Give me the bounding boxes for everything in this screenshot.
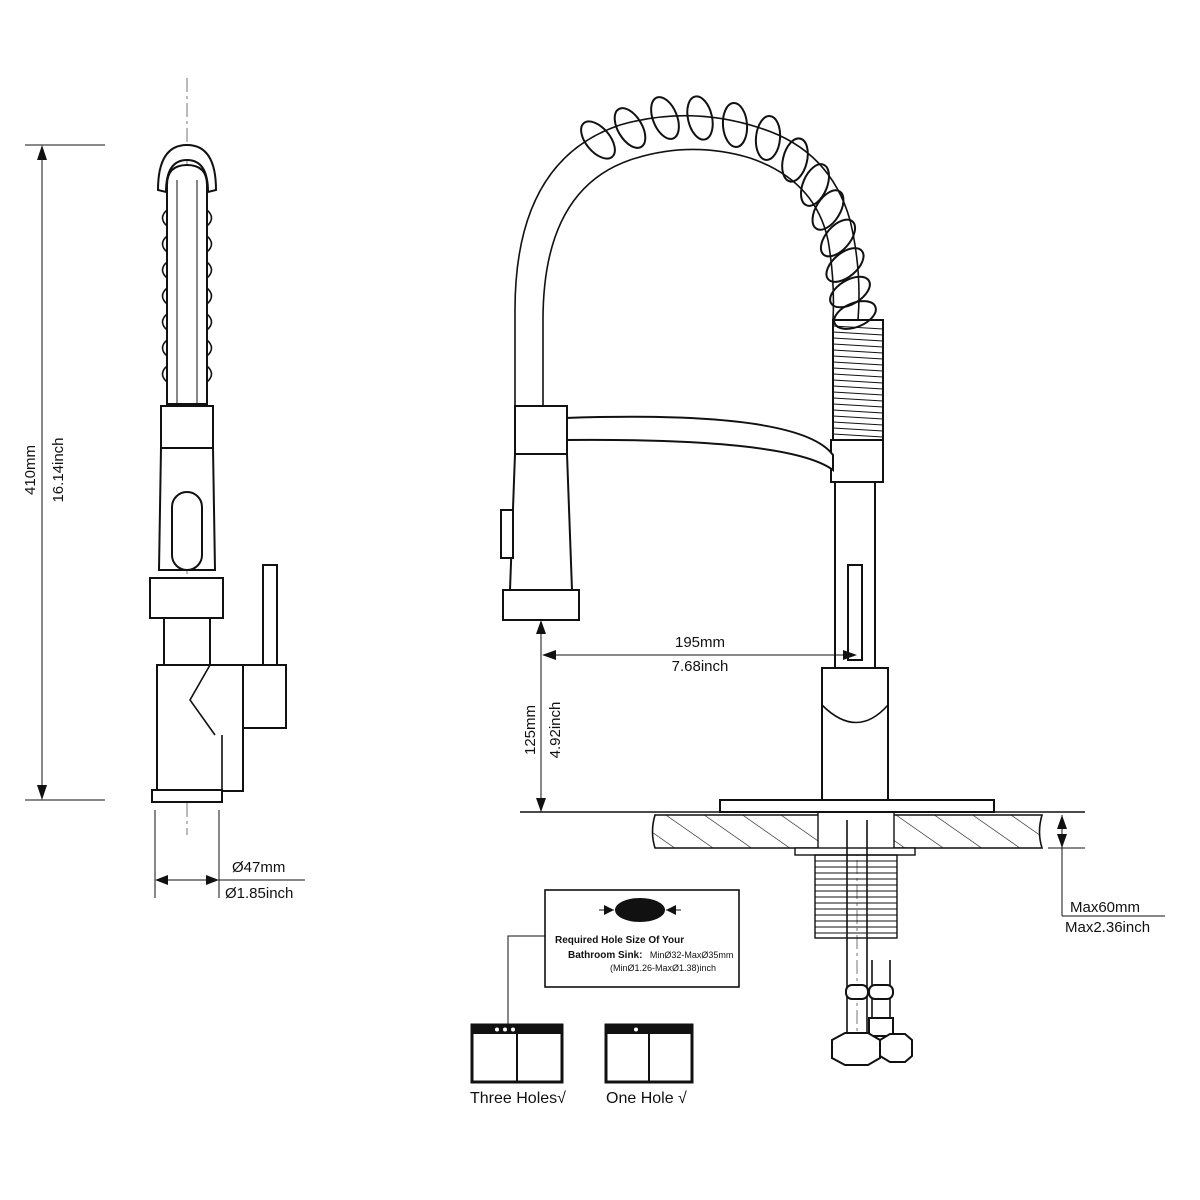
install-option-one-hole: One Hole √ <box>604 1023 694 1107</box>
spring-bump <box>161 365 168 383</box>
coil-wrap <box>832 355 884 360</box>
coil-loop <box>721 102 749 148</box>
total-height-dimension: 410mm 16.14inch <box>22 144 105 801</box>
reach-inch: 7.68inch <box>672 658 729 675</box>
hole-size-note: Required Hole Size Of Your Bathroom Sink… <box>507 889 740 1025</box>
deck-plate <box>719 799 995 813</box>
coil-wrap <box>832 397 884 402</box>
coil-wrap <box>832 361 884 366</box>
spring-bump <box>161 339 168 357</box>
front-spring <box>514 95 884 441</box>
spring-bump <box>206 261 213 279</box>
spring-bump <box>206 209 213 227</box>
coil-wrap <box>832 373 884 378</box>
spring-bump <box>206 235 213 253</box>
reach-dimension: 195mm 7.68inch <box>542 634 857 675</box>
coil-wrap <box>832 367 884 372</box>
front-spray-head <box>500 405 580 621</box>
spring-bump <box>161 235 168 253</box>
coil-loop <box>580 120 616 160</box>
coil-wrap <box>832 427 884 432</box>
coil-wrap <box>832 349 884 354</box>
coil-loop <box>650 96 680 140</box>
coil-loop <box>833 300 877 330</box>
total-height-inch: 16.14inch <box>50 437 67 502</box>
coil-loop <box>781 137 809 183</box>
one-hole-label: One Hole √ <box>606 1090 687 1107</box>
deck-thickness-dimension: Max60mm Max2.36inch <box>1048 815 1165 936</box>
front-arm <box>564 415 834 472</box>
spring-bump <box>161 209 168 227</box>
hole-note-line2: Bathroom Sink: MinØ32-MaxØ35mm <box>568 945 733 962</box>
coil-loop <box>686 95 714 141</box>
hole-note-line2-bold: Bathroom Sink: <box>568 950 642 961</box>
three-hole-sink-icon <box>470 1023 564 1084</box>
spring-bump <box>161 287 168 305</box>
front-view: 195mm 7.68inch 125mm 4.92inch Max60mm Ma… <box>500 95 1165 1066</box>
spring-bump <box>206 287 213 305</box>
spring-bump <box>206 339 213 357</box>
spring-bump <box>206 313 213 331</box>
side-view-body <box>151 564 287 803</box>
coil-wrap <box>832 403 884 408</box>
coil-loop <box>613 107 647 149</box>
base-diameter-inch: Ø1.85inch <box>225 885 293 902</box>
coil-wrap <box>832 379 884 384</box>
coil-wrap <box>832 337 884 342</box>
spout-height-mm: 125mm <box>522 705 539 755</box>
deck-thickness-inch: Max2.36inch <box>1065 919 1150 936</box>
deck-thickness-mm: Max60mm <box>1070 899 1140 916</box>
side-view-spring <box>156 143 218 405</box>
install-option-three-holes: Three Holes√ <box>470 1023 566 1107</box>
coil-loop <box>811 189 845 231</box>
spring-bump <box>206 365 213 383</box>
coil-loop <box>819 218 857 258</box>
faucet-body <box>821 439 889 801</box>
spring-bump <box>161 261 168 279</box>
spout-height-dimension: 125mm 4.92inch <box>522 620 564 812</box>
spout-height-inch: 4.92inch <box>547 702 564 759</box>
spring-bump <box>161 313 168 331</box>
supply-hoses <box>831 950 913 1066</box>
mounting-shank <box>794 820 916 950</box>
coil-wrap <box>832 415 884 420</box>
coil-loop <box>754 115 782 161</box>
coil-wrap <box>832 391 884 396</box>
hole-note-line2-rest: MinØ32-MaxØ35mm <box>650 950 734 960</box>
coil-wrap <box>832 343 884 348</box>
one-hole-sink-icon <box>604 1023 694 1084</box>
base-diameter-dimension: Ø47mm Ø1.85inch <box>154 810 305 902</box>
coil-wrap <box>832 433 884 438</box>
three-holes-label: Three Holes√ <box>470 1090 566 1107</box>
base-diameter-mm: Ø47mm <box>232 859 285 876</box>
hole-size-icon <box>599 898 681 922</box>
hole-note-line1: Required Hole Size Of Your <box>555 935 684 946</box>
side-view-spray-head <box>149 405 224 619</box>
coil-wrap <box>832 331 884 336</box>
coil-wrap <box>832 421 884 426</box>
coil-loop <box>800 163 830 207</box>
deck <box>520 811 1085 851</box>
coil-wrap <box>832 409 884 414</box>
total-height-mm: 410mm <box>22 445 39 495</box>
side-view: Ø47mm Ø1.85inch 410mm 16.14inch <box>22 78 305 902</box>
coil-wrap <box>832 385 884 390</box>
reach-mm: 195mm <box>675 634 725 651</box>
coil-loop <box>825 247 865 283</box>
hole-note-line3: (MinØ1.26-MaxØ1.38)inch <box>610 963 716 973</box>
